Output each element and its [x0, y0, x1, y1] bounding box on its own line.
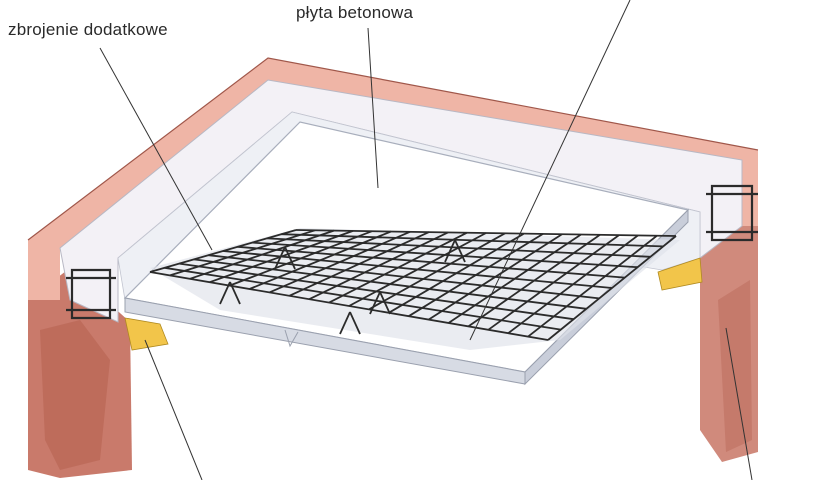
rebar-chair	[274, 246, 286, 270]
rebar-bar	[193, 258, 587, 310]
left-stirrup	[66, 268, 116, 320]
wooden-support-left	[124, 317, 169, 351]
rebar-chair	[454, 239, 466, 263]
rebar-bar	[281, 233, 664, 248]
slab-joint	[284, 329, 299, 348]
brick-wall-top-edge	[27, 57, 759, 241]
label-concrete-slab: płyta betonowa	[296, 3, 414, 22]
rebar-bar	[295, 229, 677, 237]
rebar-mesh	[149, 229, 677, 341]
right-stirrup	[706, 184, 758, 242]
rebar-chair	[229, 281, 241, 305]
rebar-chair	[349, 311, 361, 335]
leader-line-concrete-slab	[367, 27, 379, 189]
rebar-bar	[149, 271, 549, 341]
right-brick-wall-shading	[718, 280, 752, 452]
leader-line-additional-reinforcement	[99, 47, 213, 251]
rebar-bar	[208, 254, 600, 300]
mesh-shadow	[150, 228, 680, 350]
leader-line-top-right	[469, 0, 631, 341]
rebar-chair	[219, 281, 231, 305]
rebar-bar	[164, 266, 561, 331]
leader-line-bottom-right	[725, 327, 753, 480]
leader-line-bottom-left	[144, 339, 203, 480]
rebar-chair	[339, 311, 351, 335]
left-brick-wall-shading	[40, 320, 110, 470]
rebar-chair	[369, 291, 381, 315]
brick-wall-top	[28, 58, 758, 300]
rebar-bar	[237, 245, 625, 279]
rebar-bar	[222, 250, 613, 289]
rebar-chair	[379, 291, 391, 315]
rebar-bar	[252, 241, 638, 269]
rebar-chair	[444, 239, 456, 263]
label-additional-reinforcement: zbrojenie dodatkowe	[8, 20, 168, 39]
rebar-chair	[284, 246, 296, 270]
rebar-bar	[179, 262, 574, 321]
wooden-support-right	[657, 257, 703, 291]
